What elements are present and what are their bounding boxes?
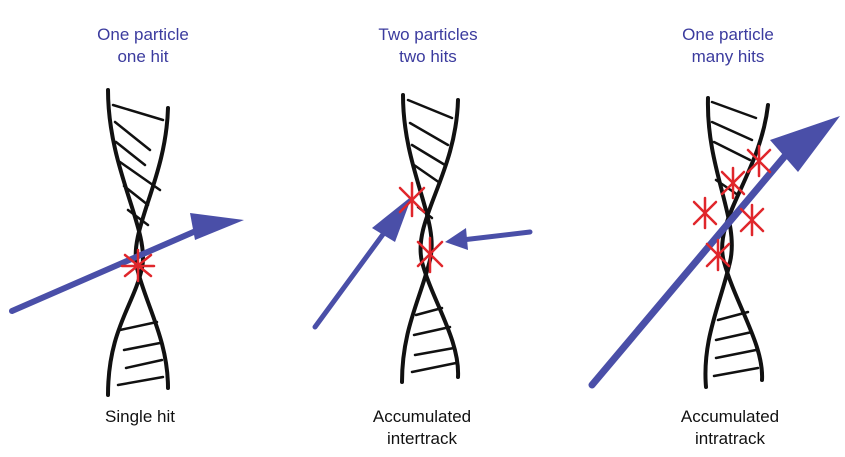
particle-arrow-icon <box>9 213 244 314</box>
hit-star-icon <box>692 196 718 230</box>
panel-intratrack: One particle many hits Accumulated intra… <box>560 0 845 457</box>
hit-star-icon <box>416 236 444 274</box>
dna-helix-icon <box>106 88 170 397</box>
panel-title: One particle one hit <box>97 25 189 66</box>
dna-rungs <box>710 100 760 378</box>
dna-rungs <box>111 103 165 387</box>
panel-title: One particle many hits <box>682 25 774 66</box>
hit-star-icon <box>746 144 772 178</box>
panel-intertrack: Two particles two hits Accumulated inter… <box>280 0 560 457</box>
hit-star-icon <box>720 166 746 200</box>
panel-title: Two particles two hits <box>378 25 478 66</box>
panel-single-hit: One particle one hit Single hit <box>0 0 280 457</box>
hit-star-icon <box>739 203 765 237</box>
panel-caption: Accumulated intertrack <box>372 407 472 448</box>
hit-star-icon <box>398 181 426 218</box>
hit-star-icon <box>705 238 731 272</box>
hit-star-icon <box>120 248 156 283</box>
panel-caption: Accumulated intratrack <box>680 407 780 448</box>
panel-caption: Single hit <box>105 407 175 426</box>
particle-arrow-icon <box>588 116 840 389</box>
particle-arrow-icon <box>312 196 412 330</box>
particle-arrow-icon <box>445 228 533 250</box>
